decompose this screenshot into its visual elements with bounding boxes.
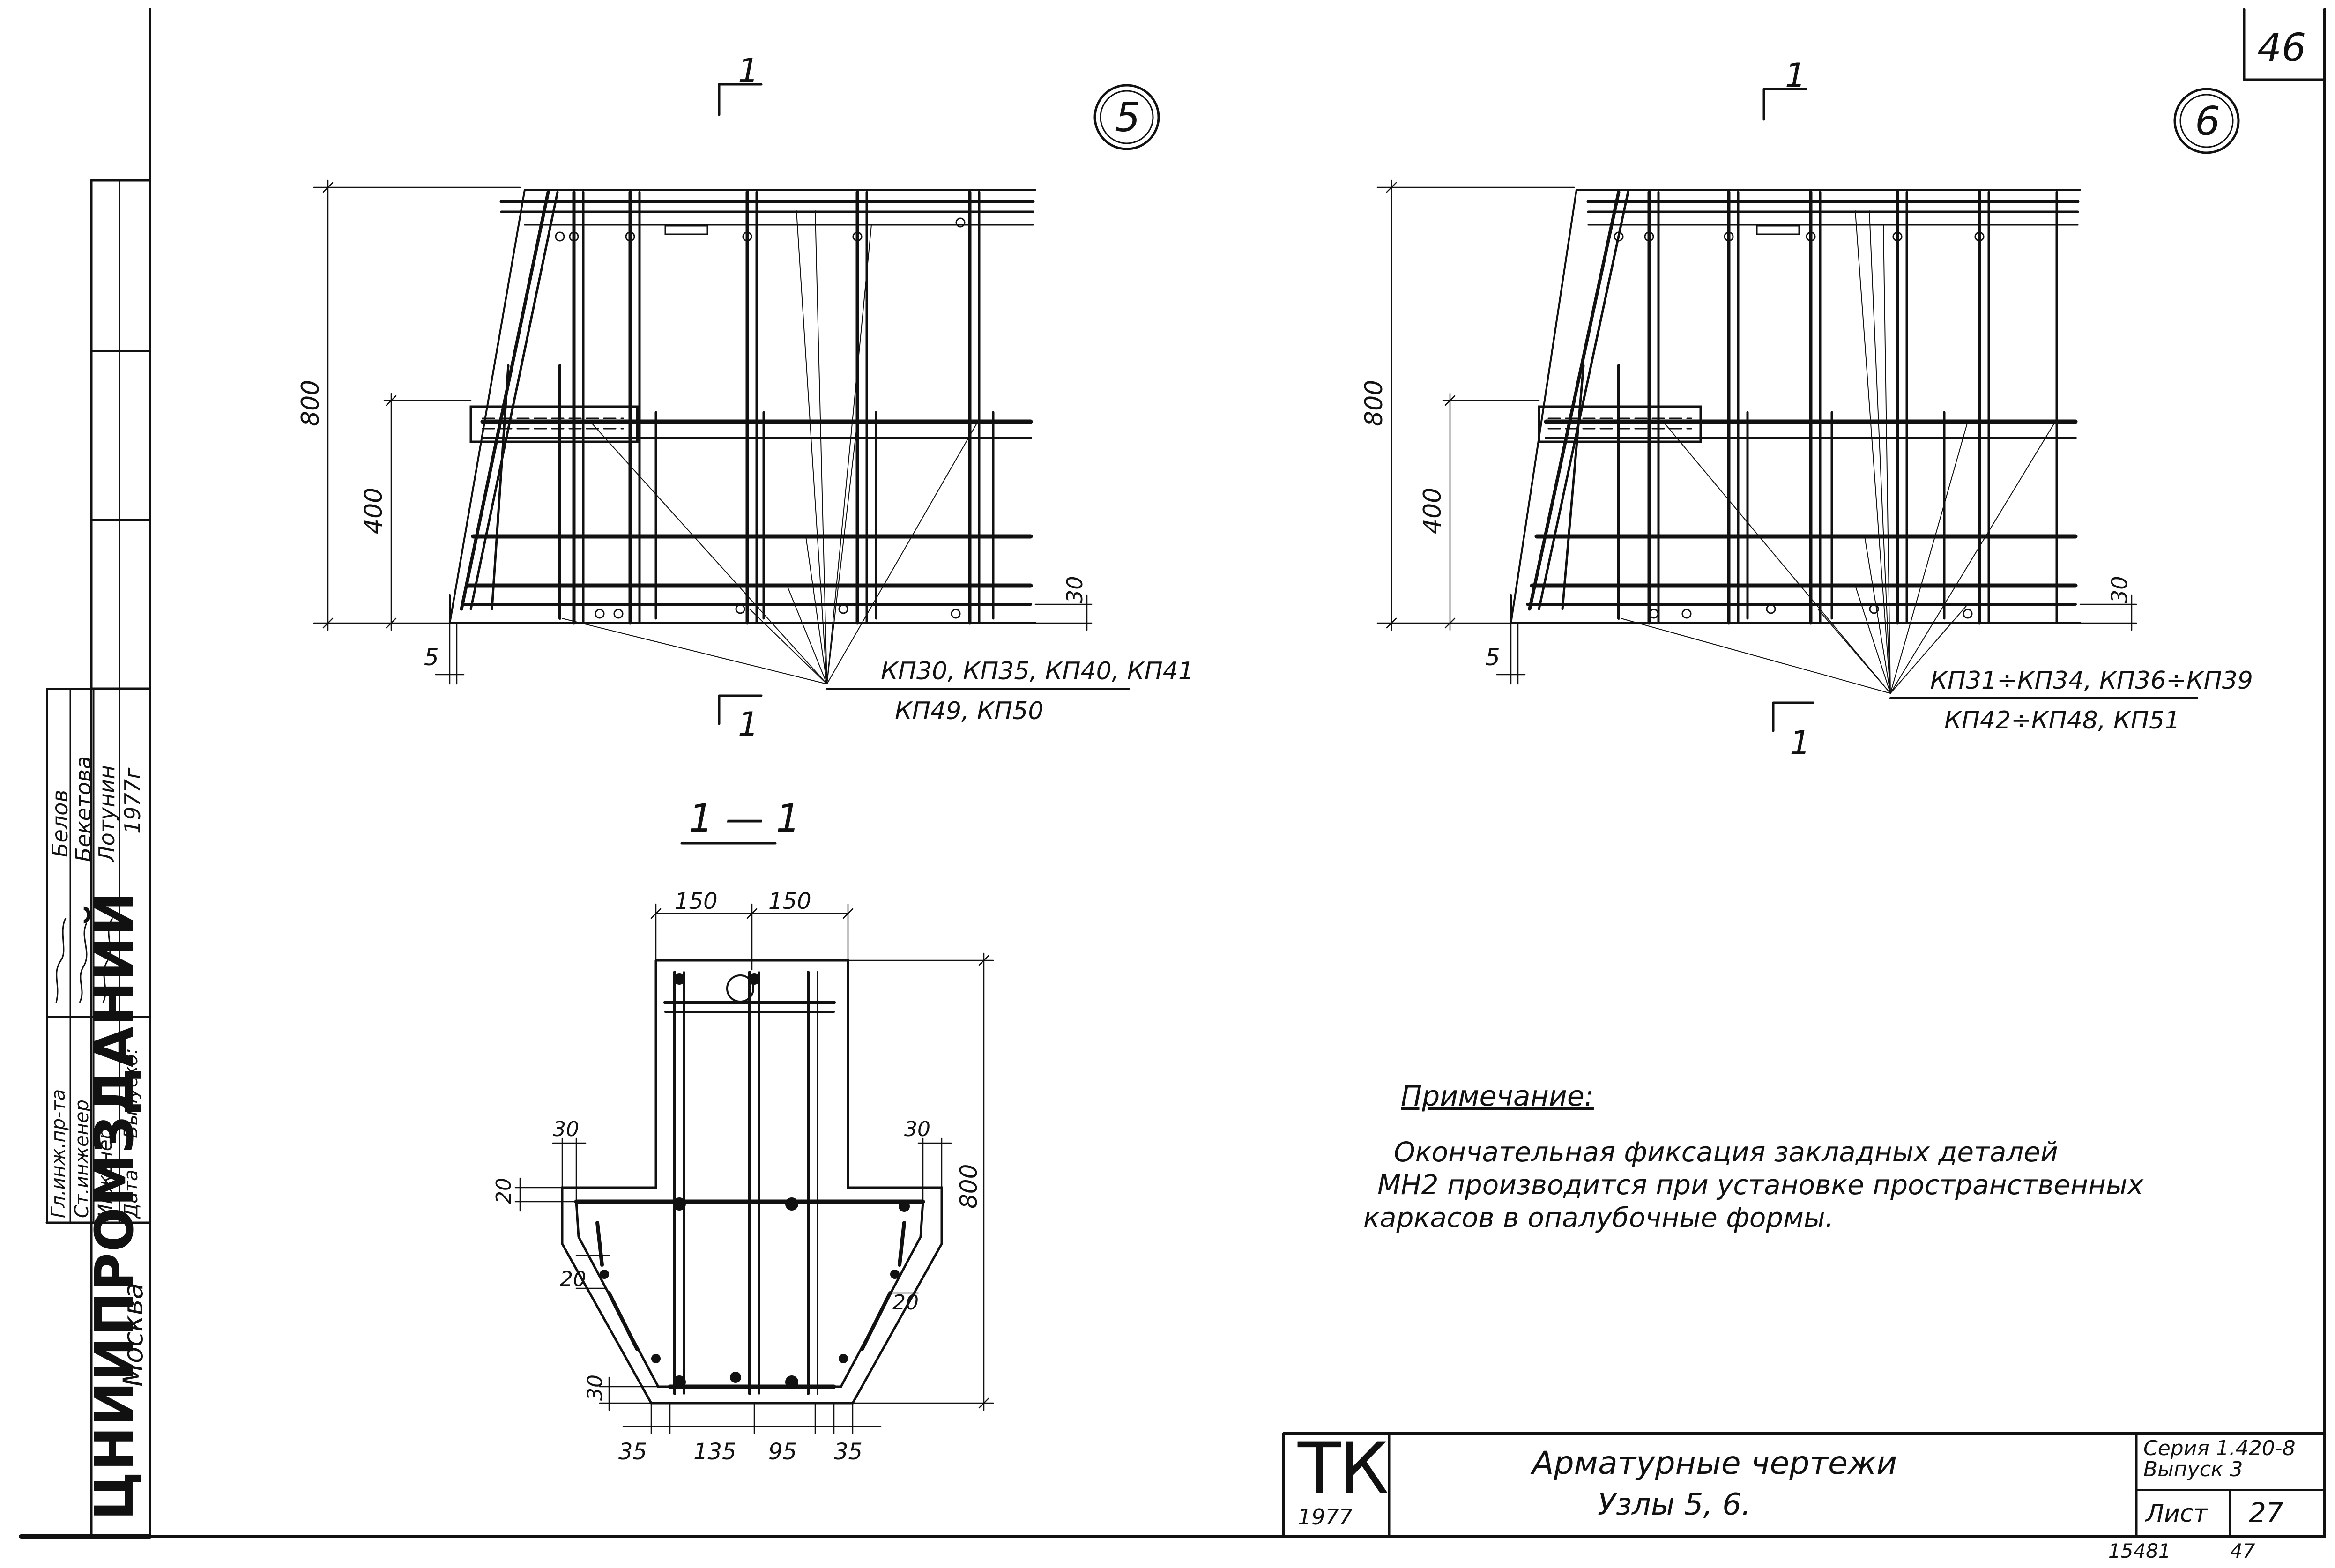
node5-cut-bottom-label: 1 — [738, 705, 759, 743]
sheet-frame — [19, 8, 2326, 1539]
section-dim-20-left: 20 — [560, 1267, 586, 1291]
section-dim-135: 135 — [693, 1439, 736, 1465]
note-line-1: Окончательная фиксация закладных деталей — [1394, 1136, 2058, 1168]
node6-dim-800: 800 — [1360, 380, 1388, 426]
series-label: Серия 1.420-8 — [2143, 1436, 2296, 1460]
org-city: Москва — [117, 1282, 149, 1387]
node6-dim-30: 30 — [2107, 576, 2132, 603]
node5-leader-line2: КП49, КП50 — [895, 697, 1043, 725]
node6-elevation — [1376, 88, 2240, 732]
drawing-title: Арматурные чертежи — [1532, 1445, 1897, 1482]
node5-cut-top-label: 1 — [738, 52, 759, 90]
sheet-corner-number: 46 — [2257, 26, 2306, 70]
section-dim-20-right: 20 — [892, 1291, 919, 1315]
release-label: Выпуск 3 — [2143, 1457, 2243, 1481]
name-beketova: Бекетова — [71, 756, 96, 862]
footer-code: 15481 — [2108, 1539, 2171, 1562]
drawing-subtitle: Узлы 5, 6. — [1598, 1487, 1751, 1522]
node6-marker: 6 — [2195, 98, 2220, 145]
node6-cut-top-label: 1 — [1785, 56, 1806, 95]
node5-dim-30: 30 — [1062, 576, 1087, 603]
sheet-label: Лист — [2146, 1500, 2208, 1528]
note-line-3: каркасов в опалубочные формы. — [1363, 1202, 1834, 1234]
node6-leader-line1: КП31÷КП34, КП36÷КП39 — [1930, 667, 2253, 695]
note-line-2: МН2 производится при установке пространс… — [1377, 1169, 2144, 1201]
section-1-1 — [514, 842, 994, 1434]
name-lotunin: Лотунин — [94, 765, 119, 862]
node5-leader-line1: КП30, КП35, КП40, КП41 — [881, 657, 1194, 685]
role-chief-engineer: Гл.инж.пр-та — [48, 1089, 69, 1218]
title-block-logo: ТК — [1298, 1428, 1389, 1509]
node6-cut-bottom-label: 1 — [1790, 724, 1811, 762]
footer-number: 47 — [2230, 1539, 2255, 1562]
node5-marker: 5 — [1115, 95, 1140, 141]
section-dim-150-right: 150 — [768, 888, 811, 914]
role-engineer: Инженер — [95, 1128, 116, 1218]
section-dim-20-top: 20 — [492, 1178, 516, 1204]
section-dim-800: 800 — [955, 1164, 982, 1209]
name-belov: Белов — [47, 789, 73, 857]
section-dim-35-right: 35 — [834, 1439, 863, 1465]
node6-dim-5: 5 — [1485, 644, 1500, 671]
date-year: 1977г — [120, 767, 145, 834]
node5-dim-800: 800 — [297, 380, 325, 426]
section-title: 1 — 1 — [689, 796, 800, 841]
node6-dim-400: 400 — [1419, 488, 1447, 534]
release-field-label: Выпуско: — [120, 1048, 142, 1138]
section-dim-30-right: 30 — [904, 1117, 930, 1141]
node5-elevation — [313, 83, 1160, 725]
note-heading: Примечание: — [1401, 1080, 1594, 1113]
role-senior-engineer: Ст.инженер — [71, 1100, 93, 1218]
section-dim-150-left: 150 — [675, 888, 718, 914]
node6-leader-line2: КП42÷КП48, КП51 — [1944, 706, 2180, 735]
signatures — [55, 918, 113, 1003]
title-block-frame — [1282, 1432, 2326, 1538]
sheet-number: 27 — [2249, 1497, 2283, 1529]
node5-dim-400: 400 — [360, 488, 388, 534]
title-block-logo-year: 1977 — [1298, 1504, 1353, 1530]
side-stamp-frame — [45, 179, 151, 1538]
section-dim-95: 95 — [768, 1439, 797, 1465]
role-date: Дата — [120, 1169, 142, 1218]
node5-dim-5: 5 — [424, 644, 439, 671]
section-dim-35-left: 35 — [618, 1439, 647, 1465]
section-dim-30-left: 30 — [553, 1117, 579, 1141]
section-dim-30-bottom: 30 — [583, 1375, 607, 1401]
